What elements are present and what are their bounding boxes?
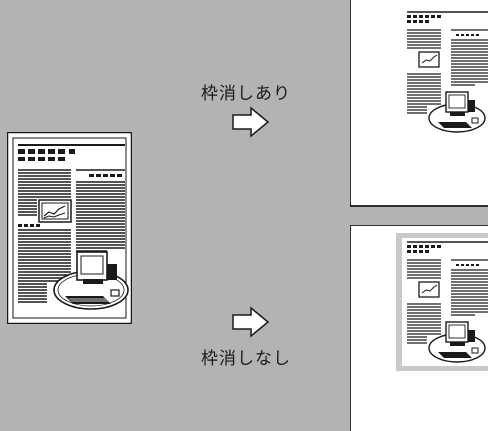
result-without-frame-erase (350, 225, 488, 431)
original-document (7, 132, 132, 324)
arrow-right-icon (231, 106, 271, 138)
label-with-frame-erase: 枠消しあり (201, 84, 291, 104)
arrow-right-icon (231, 306, 271, 338)
result-with-frame-erase (350, 0, 488, 207)
label-without-frame-erase: 枠消しなし (201, 349, 291, 369)
